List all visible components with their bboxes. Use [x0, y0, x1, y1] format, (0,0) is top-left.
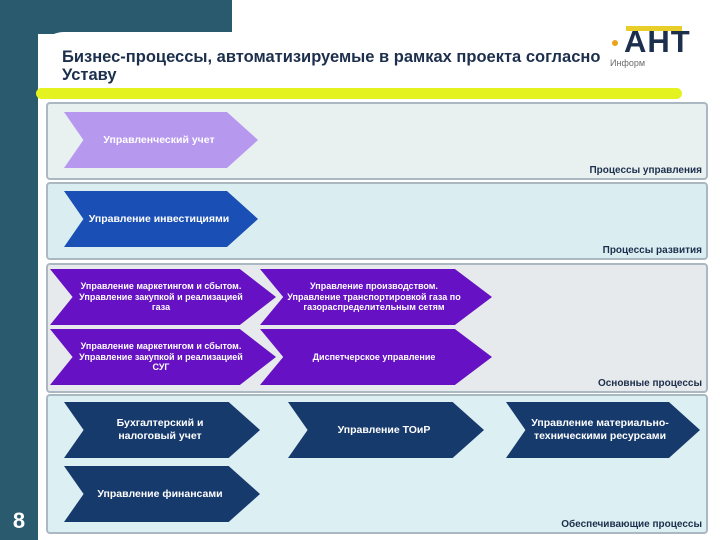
top-band: [0, 0, 232, 34]
process-lpg-marketing-sales[interactable]: Управление маркетингом и сбытом. Управле…: [50, 329, 276, 385]
process-label: Управление инвестициями: [88, 212, 230, 225]
process-management-accounting[interactable]: Управленческий учет: [64, 112, 258, 168]
process-dispatch-management[interactable]: Диспетчерское управление: [260, 329, 492, 385]
process-label: Управление производством. Управление тра…: [287, 280, 461, 313]
process-investment-management[interactable]: Управление инвестициями: [64, 191, 258, 247]
process-label: Диспетчерское управление: [312, 351, 436, 362]
process-label: Управление ТОиР: [337, 423, 431, 436]
process-label: Управление материально-техническими ресу…: [531, 417, 669, 442]
section-label: Процессы развития: [602, 245, 702, 256]
process-accounting-tax[interactable]: Бухгалтерский и налоговый учет: [64, 402, 260, 458]
process-label: Управление финансами: [97, 487, 223, 500]
left-sidebar-band: [0, 0, 38, 540]
highlight-line: [36, 88, 682, 99]
logo-dot: [612, 40, 618, 46]
section-label: Основные процессы: [597, 378, 702, 389]
process-gas-marketing-sales[interactable]: Управление маркетингом и сбытом. Управле…: [50, 269, 276, 325]
process-label: Бухгалтерский и налоговый учет: [116, 417, 204, 442]
section-core-processes: Управление маркетингом и сбытом. Управле…: [46, 263, 708, 393]
company-logo: АНТ Информ: [606, 24, 710, 72]
process-maintenance-repair[interactable]: Управление ТОиР: [288, 402, 484, 458]
process-label: Управленческий учет: [103, 133, 215, 146]
section-management-processes: Управленческий учет Процессы управления: [46, 102, 708, 180]
page-number: 8: [12, 508, 26, 533]
section-development-processes: Управление инвестициями Процессы развити…: [46, 182, 708, 260]
logo-wordmark: АНТ: [624, 24, 691, 59]
process-finance-management[interactable]: Управление финансами: [64, 466, 260, 522]
logo-accent-bar: [626, 26, 682, 31]
process-production-transport[interactable]: Управление производством. Управление тра…: [260, 269, 492, 325]
section-label: Процессы управления: [589, 165, 702, 176]
section-label: Обеспечивающие процессы: [561, 519, 702, 530]
logo-subtitle: Информ: [610, 58, 646, 68]
process-label: Управление маркетингом и сбытом. Управле…: [79, 340, 243, 373]
process-material-resources[interactable]: Управление материально-техническими ресу…: [506, 402, 700, 458]
section-support-processes: Бухгалтерский и налоговый учет Управлени…: [46, 394, 708, 534]
process-label: Управление маркетингом и сбытом. Управле…: [79, 280, 243, 313]
slide-title: Бизнес-процессы, автоматизируемые в рамк…: [62, 48, 601, 84]
